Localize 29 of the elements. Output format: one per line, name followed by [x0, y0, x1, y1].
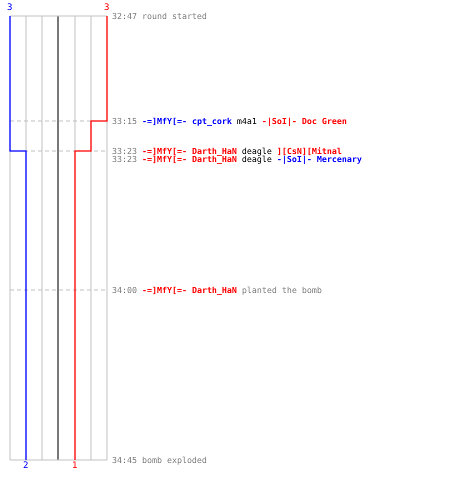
- timestamp: 32:47: [112, 11, 137, 21]
- clan-tag: -=]MfY[=-: [142, 146, 187, 156]
- clan-tag: -|SoI|-: [276, 154, 312, 164]
- timestamp: 34:00: [112, 285, 137, 295]
- clan-tag: -=]MfY[=-: [142, 285, 187, 295]
- player-name: Doc Green: [302, 116, 347, 126]
- weapon-name: deagle: [242, 154, 272, 164]
- player-count: 1: [72, 462, 78, 471]
- timestamp: 33:15: [112, 116, 137, 126]
- event-text: round started: [142, 11, 207, 21]
- weapon-name: m4a1: [236, 116, 257, 126]
- player-name: cpt_cork: [192, 116, 232, 126]
- clan-tag: ][CsN][Mitnal: [276, 146, 342, 156]
- clan-tag: -=]MfY[=-: [142, 116, 187, 126]
- event-text: planted the bomb: [242, 285, 322, 295]
- timestamp: 33:23: [112, 154, 137, 164]
- player-count: 3: [104, 4, 110, 13]
- clan-tag: -=]MfY[=-: [142, 154, 187, 164]
- player-name: Darth_HaN: [192, 146, 237, 156]
- event-text: bomb exploded: [142, 455, 207, 465]
- player-name: Mercenary: [316, 154, 362, 164]
- player-count: 2: [23, 462, 28, 471]
- timestamp: 33:23: [112, 146, 137, 156]
- player-name: Darth_HaN: [192, 285, 237, 295]
- player-name: Darth_HaN: [192, 154, 237, 164]
- timestamp: 34:45: [112, 455, 137, 465]
- clan-tag: -|SoI|-: [262, 116, 297, 126]
- weapon-name: deagle: [242, 146, 272, 156]
- player-count: 3: [7, 4, 12, 13]
